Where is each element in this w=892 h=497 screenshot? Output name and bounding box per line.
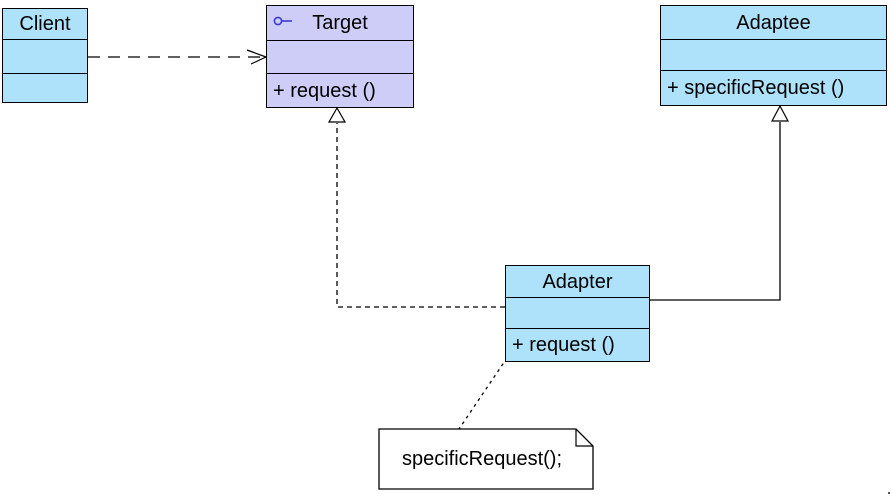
class-title-target: Target — [267, 6, 413, 41]
uml-note-shape[interactable] — [378, 428, 594, 490]
class-operations-client — [3, 74, 87, 102]
class-box-client[interactable]: Client — [2, 8, 88, 103]
interface-lollipop-icon — [273, 16, 292, 26]
note-anchor-line[interactable] — [458, 351, 512, 430]
class-attributes-adapter — [506, 298, 649, 329]
class-operations-adaptee: + specificRequest () — [667, 77, 845, 99]
class-box-target[interactable]: Target + request () — [266, 5, 414, 108]
note-text: specificRequest(); — [401, 447, 563, 470]
class-operations-target: + request () — [273, 79, 376, 102]
class-operations-adapter: + request () — [512, 334, 615, 356]
dependency-arrow-client-target[interactable] — [88, 49, 268, 65]
class-name-target: Target — [312, 12, 368, 34]
class-name-adapter: Adapter — [506, 266, 649, 298]
realization-arrow-adapter-target[interactable] — [327, 106, 505, 308]
class-attributes-adaptee — [661, 40, 886, 71]
class-name-client: Client — [3, 9, 87, 40]
generalization-arrow-adapter-adaptee[interactable] — [650, 104, 789, 301]
class-attributes-target — [267, 41, 413, 74]
class-attributes-client — [3, 40, 87, 74]
class-name-adaptee: Adaptee — [661, 6, 886, 40]
corner-dot — [888, 492, 890, 494]
class-box-adapter[interactable]: Adapter + request () — [505, 265, 650, 362]
class-box-adaptee[interactable]: Adaptee + specificRequest () — [660, 5, 887, 106]
